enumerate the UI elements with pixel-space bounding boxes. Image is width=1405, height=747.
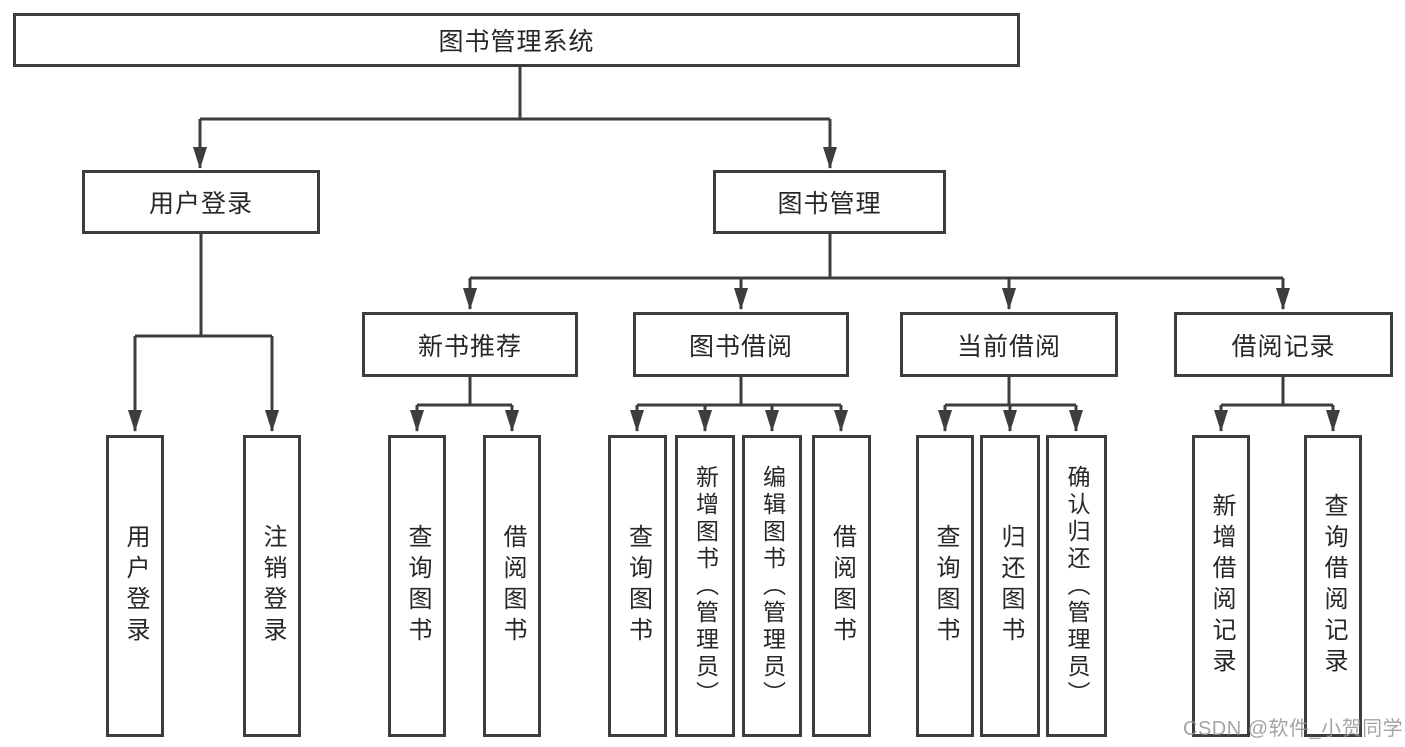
leaf-search-book-recommend-label: 查询图书 bbox=[404, 524, 431, 648]
leaf-edit-book-admin-label: 编辑图书（管理员） bbox=[759, 464, 786, 708]
leaf-add-book-admin-label: 新增图书（管理员） bbox=[692, 464, 719, 708]
leaf-edit-book-admin: 编辑图书（管理员） bbox=[742, 435, 802, 737]
leaf-search-borrow-record-label: 查询借阅记录 bbox=[1320, 493, 1347, 679]
leaf-borrow-book-recommend-label: 借阅图书 bbox=[499, 524, 526, 648]
leaf-return-book: 归还图书 bbox=[980, 435, 1040, 737]
leaf-add-borrow-record-label: 新增借阅记录 bbox=[1208, 493, 1235, 679]
leaf-borrow-book-recommend: 借阅图书 bbox=[483, 435, 541, 737]
leaf-logout: 注销登录 bbox=[243, 435, 301, 737]
leaf-user-login: 用户登录 bbox=[106, 435, 164, 737]
leaf-confirm-return-admin: 确认归还（管理员） bbox=[1046, 435, 1107, 737]
leaf-search-book-current-label: 查询图书 bbox=[932, 524, 959, 648]
node-book-management: 图书管理 bbox=[713, 170, 946, 234]
node-book-borrow: 图书借阅 bbox=[633, 312, 849, 377]
leaf-search-book-borrow-label: 查询图书 bbox=[624, 524, 652, 648]
leaf-user-login-label: 用户登录 bbox=[122, 524, 149, 648]
node-root: 图书管理系统 bbox=[13, 13, 1020, 67]
leaf-logout-label: 注销登录 bbox=[259, 524, 286, 648]
leaf-search-book-borrow: 查询图书 bbox=[608, 435, 667, 737]
leaf-add-borrow-record: 新增借阅记录 bbox=[1192, 435, 1250, 737]
node-user-login: 用户登录 bbox=[82, 170, 320, 234]
leaf-borrow-book-label: 借阅图书 bbox=[828, 524, 856, 648]
leaf-search-book-current: 查询图书 bbox=[916, 435, 974, 737]
node-new-book-recommend: 新书推荐 bbox=[362, 312, 578, 377]
leaf-borrow-book: 借阅图书 bbox=[812, 435, 871, 737]
node-current-borrow: 当前借阅 bbox=[900, 312, 1118, 377]
csdn-watermark: CSDN @软件_小贺同学 bbox=[1183, 718, 1404, 740]
leaf-search-borrow-record: 查询借阅记录 bbox=[1304, 435, 1362, 737]
node-borrow-record: 借阅记录 bbox=[1174, 312, 1393, 377]
leaf-return-book-label: 归还图书 bbox=[997, 524, 1024, 648]
leaf-confirm-return-admin-label: 确认归还（管理员） bbox=[1064, 464, 1090, 708]
leaf-search-book-recommend: 查询图书 bbox=[388, 435, 446, 737]
leaf-add-book-admin: 新增图书（管理员） bbox=[675, 435, 735, 737]
